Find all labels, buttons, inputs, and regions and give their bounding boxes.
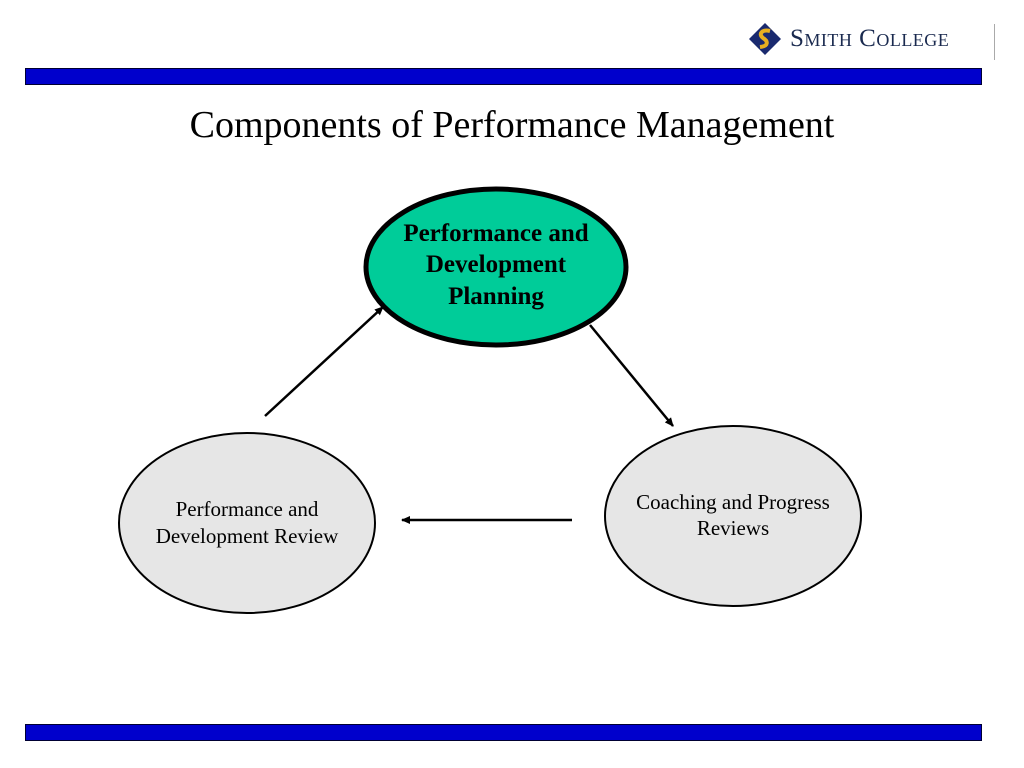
node-coaching-label: Coaching and Progress Reviews	[636, 489, 830, 540]
slide-title: Components of Performance Management	[189, 104, 835, 146]
arrow-review-to-planning	[264, 306, 384, 417]
arrow-planning-to-coaching	[589, 324, 674, 427]
logo-text: Smith College	[790, 25, 950, 52]
smith-college-logo: Smith College	[748, 22, 949, 56]
diamond-seal-icon	[749, 23, 781, 55]
node-review-shape	[118, 432, 376, 614]
bottom-bar	[25, 724, 982, 741]
logo-divider	[994, 24, 995, 60]
node-planning-label: Performance and Development Planning	[403, 220, 589, 310]
node-coaching-shape	[604, 425, 862, 607]
node-planning-shape	[363, 186, 629, 348]
top-bar	[25, 68, 982, 85]
node-review-label: Performance and Development Review	[155, 497, 339, 548]
